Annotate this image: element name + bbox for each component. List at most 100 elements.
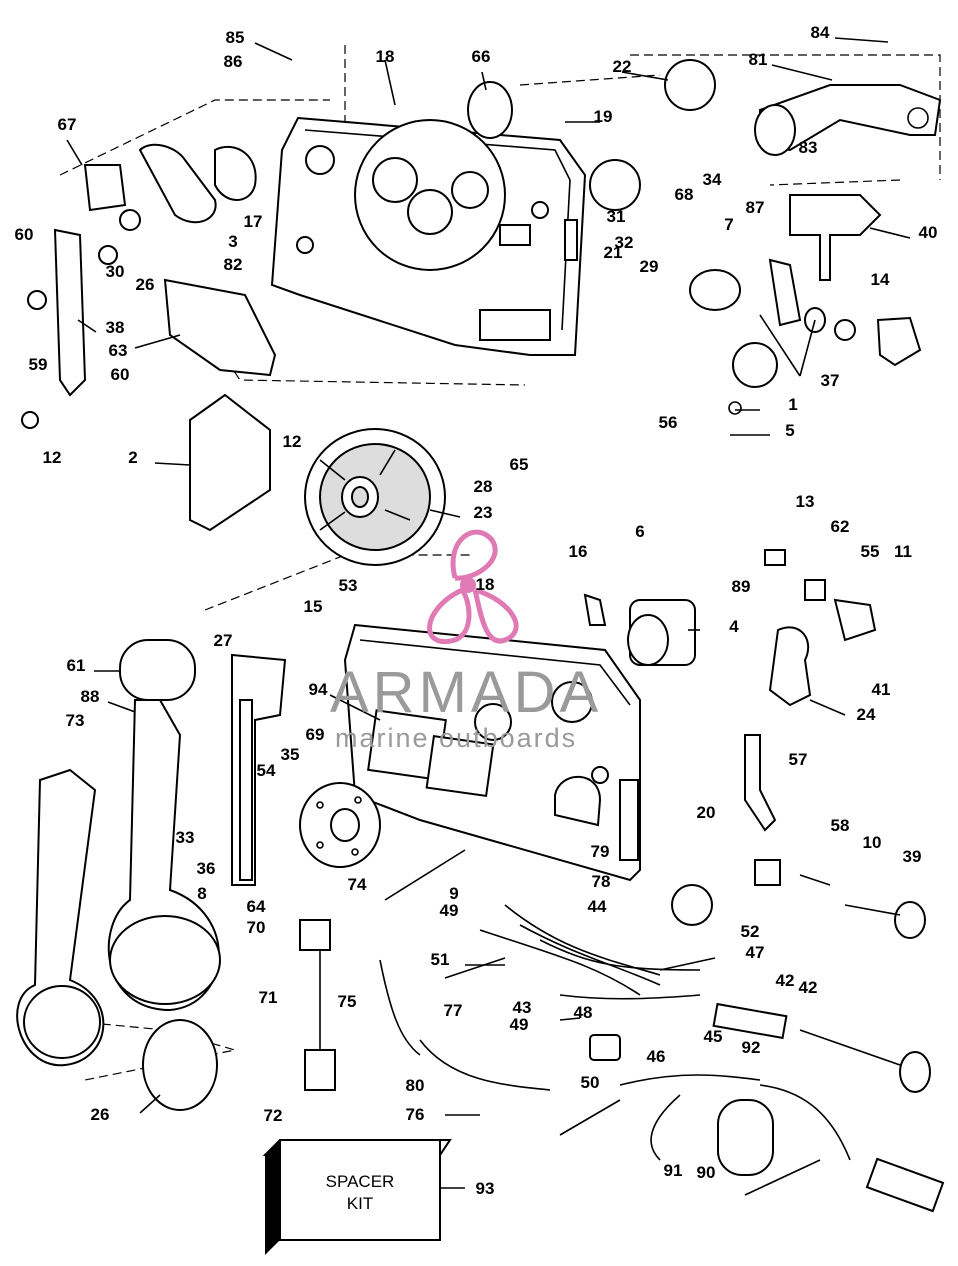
callout-number: 2: [128, 448, 137, 467]
trim-switch-and-detent-parts: [583, 549, 926, 1061]
callout-number: 71: [259, 988, 278, 1007]
callout-number: 35: [281, 745, 300, 764]
callout-number: 44: [588, 897, 607, 916]
callout-number: 9: [449, 884, 458, 903]
callout-number: 16: [569, 542, 588, 561]
callout-number: 17: [244, 212, 263, 231]
callout-number: 19: [594, 107, 613, 126]
callout-number: 48: [574, 1003, 593, 1022]
callout-number: 58: [831, 816, 850, 835]
callout-number: 89: [732, 577, 751, 596]
callout-number: 14: [871, 270, 890, 289]
callout-number: 42: [776, 971, 795, 990]
callout-number: 45: [704, 1027, 723, 1046]
spacer-kit-box: SPACER KIT: [262, 1139, 452, 1255]
callout-number: 72: [264, 1106, 283, 1125]
callout-number: 57: [789, 750, 808, 769]
callout-number: 79: [591, 842, 610, 861]
shift-and-throttle-linkage: [21, 143, 277, 532]
callout-number: 68: [675, 185, 694, 204]
callout-number: 76: [406, 1105, 425, 1124]
callout-number: 4: [729, 617, 739, 636]
callout-number: 15: [304, 597, 323, 616]
detent-plate: [299, 782, 381, 868]
callout-number: 78: [592, 872, 611, 891]
callout-number: 12: [283, 432, 302, 451]
callout-number: 80: [406, 1076, 425, 1095]
callout-number: 23: [474, 503, 493, 522]
callout-number: 75: [338, 992, 357, 1011]
callout-number: 10: [863, 833, 882, 852]
callout-number: 64: [247, 897, 266, 916]
callout-number: 63: [109, 341, 128, 360]
spacer-kit-label-line1: SPACER: [326, 1172, 395, 1191]
spacer-kit-callout: 93: [476, 1179, 495, 1198]
callout-number: 62: [831, 517, 850, 536]
wiring-harness: [299, 599, 713, 1091]
upper-control-housing: [270, 116, 587, 356]
callout-number: 37: [821, 371, 840, 390]
callout-number: 34: [703, 170, 722, 189]
callout-number: 83: [799, 138, 818, 157]
callout-number: 36: [197, 859, 216, 878]
callout-number: 74: [348, 875, 367, 894]
callout-number: 59: [29, 355, 48, 374]
callout-number: 13: [796, 492, 815, 511]
callout-number: 60: [111, 365, 130, 384]
callout-number: 31: [607, 207, 626, 226]
callout-number: 3: [228, 232, 237, 251]
callout-number: 77: [444, 1001, 463, 1020]
callout-number: 7: [724, 215, 733, 234]
callout-number: 24: [857, 705, 876, 724]
trim-cable-assembly: [559, 1002, 945, 1213]
spacer-kit-label-line2: KIT: [347, 1194, 373, 1213]
gear-assembly: [304, 428, 446, 566]
callout-number: 43: [513, 998, 532, 1017]
callout-number: 38: [106, 318, 125, 337]
callout-number: 20: [697, 803, 716, 822]
callout-number: 88: [81, 687, 100, 706]
callout-number: 29: [640, 257, 659, 276]
callout-number: 21: [604, 243, 623, 262]
callout-number: 11: [894, 542, 912, 561]
callout-number: 12: [43, 448, 62, 467]
callout-number: 87: [746, 198, 765, 217]
callout-number: 47: [746, 943, 765, 962]
callout-number: 51: [431, 950, 450, 969]
callout-leader-lines: [66, 37, 911, 1189]
callout-number: 39: [903, 847, 922, 866]
neutral-safety-and-key-switch-parts: [467, 59, 942, 415]
callout-number: 18: [376, 47, 395, 66]
callout-number: 73: [66, 711, 85, 730]
callout-number: 8: [197, 884, 206, 903]
callout-number: 40: [919, 223, 938, 242]
callout-number: 84: [811, 23, 830, 42]
callout-number: 49: [440, 901, 459, 920]
callout-number: 28: [474, 477, 493, 496]
watermark-tagline: marine outboards: [335, 723, 577, 753]
callout-number: 5: [785, 421, 794, 440]
callout-number: 66: [472, 47, 491, 66]
callout-number: 82: [224, 255, 243, 274]
callout-number: 65: [510, 455, 529, 474]
callout-number: 67: [58, 115, 77, 134]
callout-number: 26: [136, 275, 155, 294]
callout-number: 81: [749, 50, 768, 69]
callout-number: 94: [309, 680, 328, 699]
callout-number: 60: [15, 225, 34, 244]
callout-number: 55: [861, 542, 880, 561]
callout-number: 18: [476, 575, 495, 594]
callout-number: 56: [659, 413, 678, 432]
callout-number: 30: [106, 262, 125, 281]
lower-control-housing: [343, 623, 641, 882]
watermark-brand: ARMADA: [330, 660, 602, 725]
trim-switch-arm: [231, 653, 287, 886]
control-handle-arms: [16, 639, 221, 1111]
callout-number: 54: [257, 761, 276, 780]
callout-number: 91: [664, 1161, 683, 1180]
callout-number: 85: [226, 28, 245, 47]
callout-number: 86: [224, 52, 243, 71]
